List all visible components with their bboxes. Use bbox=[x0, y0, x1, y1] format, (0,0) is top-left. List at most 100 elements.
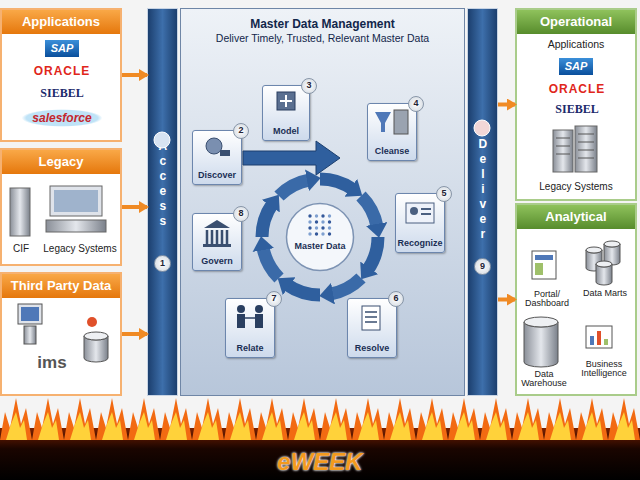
source-panel: Third Party Dataims bbox=[0, 272, 122, 396]
flow-arrow bbox=[122, 332, 147, 336]
data-dot bbox=[328, 232, 331, 235]
panel-title: Master Data Management bbox=[181, 17, 464, 32]
data-dot bbox=[321, 232, 324, 235]
cycle-arrow bbox=[330, 278, 361, 294]
cycle-arrow bbox=[361, 196, 377, 227]
logo-text: salesforce bbox=[16, 108, 108, 128]
server-rack bbox=[575, 126, 597, 172]
logo-text: ORACLE bbox=[531, 80, 623, 98]
cycle-arrow bbox=[262, 204, 273, 237]
system-label: Legacy Systems bbox=[517, 180, 635, 194]
process-step: 5Recognize bbox=[395, 193, 445, 253]
cycle-arrow bbox=[287, 285, 320, 296]
data-dot bbox=[308, 232, 311, 235]
step-label: Resolve bbox=[348, 342, 396, 356]
data-dot bbox=[315, 226, 318, 229]
vendor-logo bbox=[87, 317, 97, 327]
computer-base bbox=[46, 220, 106, 232]
database-cylinder bbox=[596, 264, 612, 285]
data-dot bbox=[321, 220, 324, 223]
discover-icon bbox=[206, 138, 222, 154]
portal-screen bbox=[535, 255, 553, 260]
cleanse-icon bbox=[394, 110, 408, 134]
panel-header: Legacy bbox=[2, 150, 120, 174]
process-step: 8Govern bbox=[192, 213, 242, 271]
database-top bbox=[596, 261, 612, 267]
bar-label: Deliver bbox=[468, 129, 497, 249]
logo-text: SAP bbox=[559, 58, 593, 75]
flow-arrow bbox=[498, 103, 515, 107]
step-label: Govern bbox=[193, 255, 241, 269]
process-step: 3Model bbox=[262, 85, 310, 141]
recognize-icon bbox=[410, 207, 418, 215]
data-dot bbox=[328, 226, 331, 229]
footer-band bbox=[0, 428, 640, 480]
relate-icon bbox=[237, 314, 245, 328]
relate-icon bbox=[255, 314, 263, 328]
logo-text: ORACLE bbox=[16, 62, 108, 80]
cleanse-icon bbox=[375, 112, 391, 132]
deliver-bar: Deliver 9 bbox=[467, 8, 498, 396]
bi-bar bbox=[590, 336, 594, 345]
flow-arrow bbox=[498, 298, 515, 302]
data-dot bbox=[315, 220, 318, 223]
source-panel: ApplicationsSAPORACLESIEBELsalesforce bbox=[0, 8, 122, 142]
portal-screen bbox=[535, 263, 543, 275]
resolve-icon bbox=[362, 306, 380, 330]
panel-header: Third Party Data bbox=[2, 274, 120, 298]
computer-monitor bbox=[50, 186, 102, 216]
panel-header: Analytical bbox=[517, 205, 635, 229]
callout-number: 1 bbox=[154, 255, 171, 272]
computer-case bbox=[24, 326, 36, 344]
system-label: Legacy Systems bbox=[40, 242, 120, 256]
relate-icon bbox=[237, 305, 245, 313]
callout-number: 8 bbox=[233, 206, 249, 222]
database-top bbox=[586, 247, 602, 253]
resolve-icon bbox=[365, 312, 377, 322]
system-label: Portal/ Dashboard bbox=[521, 287, 573, 311]
panel-header: Operational bbox=[517, 10, 635, 34]
step-label: Cleanse bbox=[368, 145, 416, 159]
flow-arrow bbox=[122, 205, 147, 209]
process-step: 2Discover bbox=[192, 130, 242, 185]
govern-icon bbox=[204, 220, 230, 228]
callout-number: 3 bbox=[301, 78, 317, 94]
recognize-icon bbox=[406, 203, 434, 223]
cycle-arrow bbox=[279, 180, 310, 196]
watermark-logo: eWEEK bbox=[262, 448, 378, 476]
callout-number: 4 bbox=[408, 96, 424, 112]
database-cylinder bbox=[586, 250, 602, 271]
cycle-arrow bbox=[368, 237, 379, 270]
deliver-icon bbox=[474, 120, 490, 136]
system-label: Business Intelligence bbox=[573, 357, 635, 381]
discover-icon bbox=[220, 150, 230, 156]
access-icon bbox=[154, 132, 170, 148]
source-panel: LegacyCIF Legacy Systems bbox=[0, 148, 122, 266]
database-top bbox=[84, 332, 108, 340]
callout-number: 7 bbox=[266, 291, 282, 307]
callout-number: 9 bbox=[474, 258, 491, 275]
database-top bbox=[604, 241, 620, 247]
callout-number: 2 bbox=[233, 123, 249, 139]
data-dot bbox=[328, 214, 331, 217]
flames bbox=[0, 398, 640, 440]
callout-number: 5 bbox=[436, 186, 452, 202]
computer-screen bbox=[21, 307, 39, 321]
database-cylinder bbox=[604, 244, 620, 265]
process-step: 4Cleanse bbox=[367, 103, 417, 161]
warehouse-top bbox=[524, 317, 558, 327]
hub-circle bbox=[287, 204, 354, 271]
server-rack bbox=[553, 130, 573, 172]
step-label: Relate bbox=[226, 342, 274, 356]
callout-number: 6 bbox=[388, 291, 404, 307]
step-label: Discover bbox=[193, 169, 241, 183]
discover-arrow bbox=[243, 141, 340, 175]
bi-bar bbox=[597, 331, 601, 345]
data-dot bbox=[308, 226, 311, 229]
target-panel: AnalyticalPortal/ DashboardData MartsDat… bbox=[515, 203, 637, 396]
server-tower bbox=[10, 188, 30, 236]
system-label: CIF bbox=[6, 242, 36, 256]
group-label: Applications bbox=[517, 38, 635, 52]
panel-header: Applications bbox=[2, 10, 120, 34]
